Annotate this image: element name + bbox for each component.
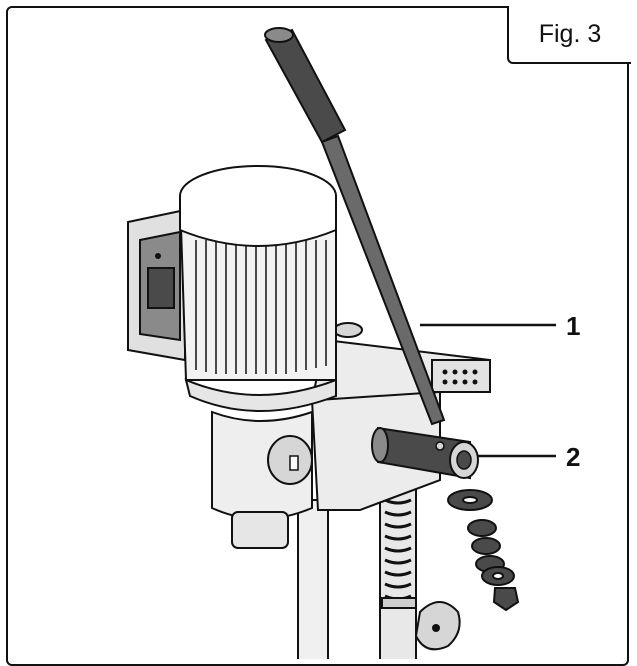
motor — [178, 165, 337, 412]
callout-number-1: 1 — [566, 311, 580, 341]
gear-housing — [211, 410, 313, 549]
lever-hub — [371, 426, 479, 480]
callout-lines — [420, 323, 556, 458]
figure-label: Fig. 3 — [507, 6, 631, 64]
adjust-screw — [333, 322, 363, 338]
carriage-housing — [310, 322, 491, 511]
switch-box — [127, 208, 186, 362]
lever-handle — [264, 27, 446, 426]
lock-knob — [414, 601, 461, 651]
callout-number-2: 2 — [566, 442, 580, 472]
exploded-washers — [447, 489, 520, 612]
collar — [381, 597, 417, 609]
